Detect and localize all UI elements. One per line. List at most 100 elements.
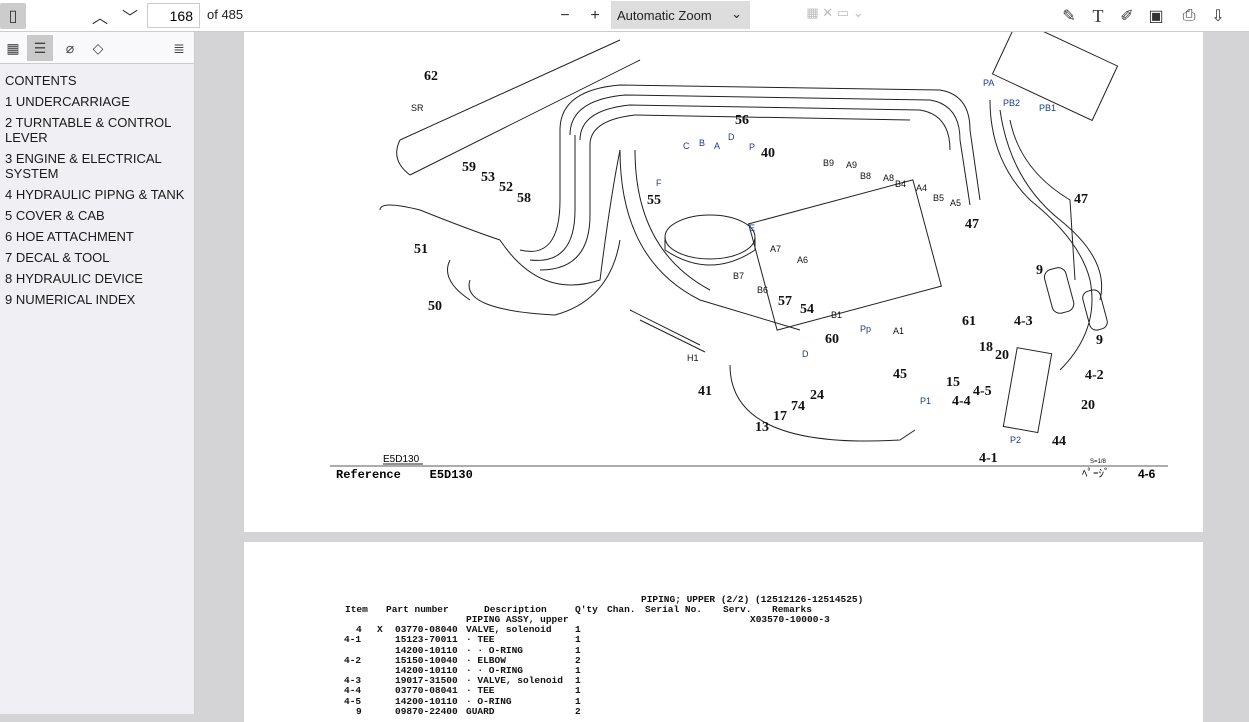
callout-label: 47 — [1074, 192, 1088, 207]
sidebar: ▦ ☰ ⌀ ◇ ≣ CONTENTS 1 UNDERCARRIAGE 2 TUR… — [0, 32, 195, 714]
callout-label: 4-5 — [973, 384, 992, 399]
callout-label: B7 — [733, 271, 744, 281]
callout-label: 52 — [499, 180, 513, 195]
callout-label: P2 — [1010, 435, 1021, 445]
table-cell: GUARD — [466, 705, 495, 717]
callout-label: 74 — [791, 399, 805, 414]
callout-label: E — [749, 223, 755, 233]
next-page-button[interactable]: ﹀ — [121, 10, 138, 27]
callout-label: P1 — [920, 396, 931, 406]
callout-label: 60 — [825, 332, 839, 347]
callout-label: 4-4 — [952, 394, 971, 409]
outline-item[interactable]: CONTENTS — [5, 73, 77, 88]
outline-icon[interactable]: ☰ — [27, 35, 53, 61]
callout-label: 9 — [1036, 263, 1043, 278]
callout-label: 58 — [517, 191, 531, 206]
text-icon[interactable]: T — [1092, 5, 1104, 26]
callout-label: A4 — [916, 183, 927, 193]
callout-label: 57 — [778, 294, 792, 309]
table-cell: 09870-22400 — [395, 705, 458, 717]
callout-label: B5 — [933, 193, 944, 203]
table-cell: 1 — [575, 685, 581, 697]
zoom-select[interactable]: Automatic Zoom⌄ — [611, 1, 750, 29]
previous-page-button[interactable]: ︿ — [91, 10, 108, 27]
page-count: of 485 — [207, 7, 244, 22]
print-icon[interactable]: ⎙ — [1182, 7, 1196, 24]
table-cell: 1 — [575, 644, 581, 656]
toolbar: ▯ ︿ ﹀ of 485 − + Automatic Zoom⌄ ▦ ✕ ▭ ⌄… — [0, 0, 1249, 32]
table-cell: VALVE, solenoid — [466, 624, 552, 636]
column-header: Serial No. — [645, 604, 703, 615]
outline-item[interactable]: 2 TURNTABLE & CONTROL LEVER — [5, 115, 171, 145]
callout-label: B — [699, 138, 705, 148]
parts-title: PIPING; UPPER (2/2) (12512126-12514525) — [641, 594, 864, 605]
table-cell: 4-5 — [344, 695, 362, 707]
table-cell: 4-3 — [344, 675, 362, 687]
zoom-in-button[interactable]: + — [590, 7, 600, 24]
zoom-out-button[interactable]: − — [560, 7, 570, 24]
callout-label: H1 — [687, 353, 699, 363]
callout-label: 47 — [965, 217, 979, 232]
highlight-icon[interactable]: ✎ — [1062, 8, 1076, 25]
outline-item[interactable]: 8 HYDRAULIC DEVICE — [5, 271, 143, 286]
callout-label: A1 — [893, 326, 904, 336]
draw-icon[interactable]: ✐ — [1120, 8, 1134, 25]
callout-label: 20 — [1081, 398, 1095, 413]
column-header: Description — [484, 604, 547, 615]
table-cell: 1 — [575, 675, 581, 687]
thumbnails-icon[interactable]: ▦ — [6, 39, 20, 56]
callout-label: 41 — [698, 384, 712, 399]
table-cell: PIPING ASSY, upper — [466, 614, 569, 625]
page-label: 4-6 — [1138, 467, 1156, 481]
current-outline-icon[interactable]: ≣ — [173, 39, 185, 56]
table-cell: 1 — [575, 634, 581, 646]
table-cell: 03770-08041 — [395, 685, 458, 697]
table-cell: 14200-10110 — [395, 665, 458, 676]
callout-label: 13 — [755, 420, 769, 435]
table-cell: 15123-70011 — [395, 634, 458, 646]
callout-label: 55 — [647, 193, 661, 208]
table-cell: 14200-10110 — [395, 695, 458, 707]
page-number-input[interactable] — [147, 3, 200, 28]
outline-item[interactable]: 7 DECAL & TOOL — [5, 250, 110, 265]
callout-label: 56 — [735, 113, 749, 128]
scale-label: S=1/8 — [1090, 459, 1107, 465]
outline-item[interactable]: 6 HOE ATTACHMENT — [5, 229, 134, 244]
callout-label: 4-1 — [979, 451, 998, 466]
outline-item[interactable]: 9 NUMERICAL INDEX — [5, 292, 136, 307]
callout-label: C — [683, 141, 690, 151]
layers-icon[interactable]: ◇ — [92, 39, 104, 56]
table-cell: 4-4 — [344, 685, 362, 697]
figure-code: E5D130 — [383, 454, 420, 465]
callout-label: 4-3 — [1014, 314, 1033, 329]
presentation-tools-icon[interactable]: ▦ ✕ ▭ ⌄ — [806, 5, 864, 20]
table-cell: · TEE — [466, 685, 495, 697]
outline-item[interactable]: 5 COVER & CAB — [5, 208, 105, 223]
callout-label: 59 — [462, 160, 476, 175]
callout-label: SR — [411, 103, 424, 113]
chevron-down-icon: ⌄ — [731, 6, 742, 21]
page-word: ﾍﾟｰｼﾞ — [1082, 467, 1110, 480]
outline-item[interactable]: 3 ENGINE & ELECTRICAL SYSTEM — [5, 151, 162, 181]
callout-label: B1 — [831, 310, 842, 320]
table-cell: 4-1 — [344, 634, 362, 646]
callout-label: B9 — [823, 158, 834, 168]
pdf-page-169: PIPING; UPPER (2/2) (12512126-12514525) … — [244, 542, 1203, 722]
image-icon[interactable]: ▣ — [1148, 8, 1164, 25]
callout-label: 20 — [995, 348, 1009, 363]
outline-item[interactable]: 4 HYDRAULIC PIPNG & TANK — [5, 187, 185, 202]
table-cell: 15150-10040 — [395, 654, 458, 666]
table-cell: 1 — [575, 624, 581, 636]
callout-label: 18 — [979, 340, 993, 355]
sidebar-toggle-button[interactable]: ▯ — [0, 3, 26, 29]
save-icon[interactable]: ⇩ — [1211, 8, 1225, 25]
callout-label: A — [714, 141, 720, 151]
outline-item[interactable]: 1 UNDERCARRIAGE — [5, 94, 130, 109]
table-cell: 2 — [575, 654, 581, 666]
callout-label: 15 — [946, 375, 960, 390]
table-cell: 4-2 — [344, 654, 362, 666]
attachments-icon[interactable]: ⌀ — [65, 39, 75, 56]
callout-label: 44 — [1052, 434, 1066, 449]
